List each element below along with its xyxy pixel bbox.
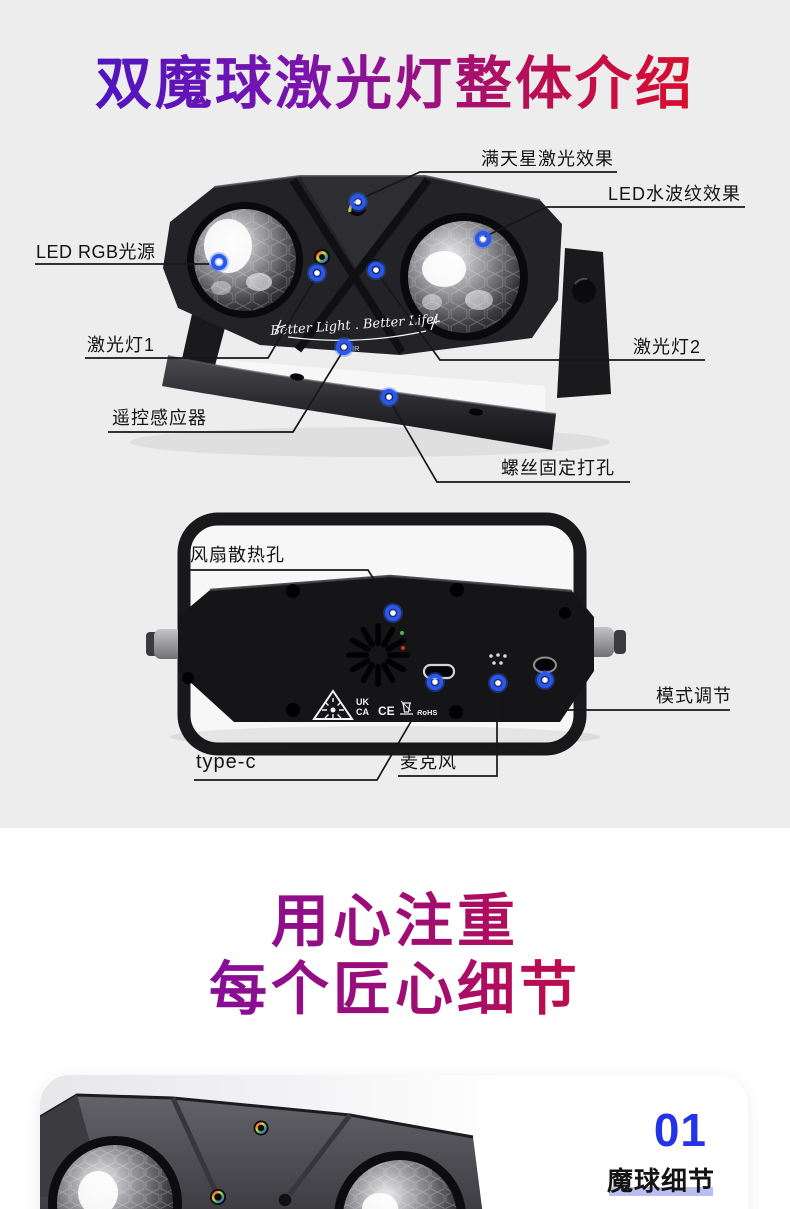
ukca-mark: CA (356, 707, 369, 717)
slogan-line-1: 用心注重 (270, 889, 519, 954)
label-mode-adjust: 模式调节 (656, 686, 732, 706)
screw-hole (286, 584, 300, 598)
mirror-ball-left-closeup (48, 1136, 182, 1209)
label-microphone: 麦克风 (400, 752, 457, 772)
detail-card-number: 01 (653, 1104, 707, 1156)
mount-arm-right (557, 248, 611, 398)
screw-hole (450, 583, 464, 597)
device-shadow (170, 726, 600, 748)
rgb-lens-closeup (253, 1120, 269, 1136)
laser-warning-icon (312, 689, 354, 720)
bracket-hole (469, 408, 483, 416)
laser-aperture-closeup (277, 1192, 293, 1208)
weee-bin-icon (400, 700, 413, 715)
bracket-hole (290, 373, 304, 381)
microphone-holes (489, 653, 507, 665)
body-ridge (170, 1096, 221, 1199)
side-knob-left (146, 629, 182, 659)
ukca-mark: UK (356, 697, 369, 707)
body-ridge (281, 1113, 352, 1205)
label-laser-light-2: 激光灯2 (633, 337, 702, 357)
label-screw-fixing-holes: 螺丝固定打孔 (501, 458, 615, 478)
callout-lines-front (35, 171, 745, 483)
detail-card-photo (40, 1075, 505, 1209)
screw-hole (559, 607, 571, 619)
rohs-mark: RoHS (417, 708, 437, 717)
label-fan-cooling-vent: 风扇散热孔 (190, 545, 285, 565)
rgb-lens-closeup (210, 1189, 226, 1205)
detail-card: 01 魔球细节 (40, 1075, 748, 1209)
flourish-right (430, 315, 441, 331)
status-led-red (401, 646, 405, 650)
slogan-line-2: 每个匠心细节 (208, 957, 581, 1022)
screw-hole (449, 705, 463, 719)
detail-card-title-underline (609, 1187, 713, 1196)
mirror-ball-right (400, 213, 528, 341)
screw-hole (182, 672, 194, 684)
flourish-left (274, 319, 287, 335)
screw-hole (286, 703, 300, 717)
front-view-illustration: Better Light . Better Life! IR (35, 171, 745, 483)
label-type-c-port: type-c (196, 751, 257, 773)
body-ridge (289, 177, 406, 355)
label-led-water-ripple: LED水波纹效果 (608, 184, 742, 204)
slogan-block: 用心注重 每个匠心细节 (0, 888, 790, 1024)
fan-vent (346, 623, 410, 687)
callout-lines-back (188, 569, 730, 781)
mirror-ball-left (187, 202, 303, 318)
label-led-rgb-source: LED RGB光源 (36, 242, 156, 262)
back-view-illustration: UK CA CE RoHS (146, 512, 730, 781)
rgb-lens (314, 249, 330, 265)
label-remote-sensor: 遥控感应器 (112, 408, 207, 428)
mirror-ball-right-closeup (334, 1151, 466, 1209)
ce-mark: CE (378, 704, 395, 718)
body-ridge (294, 177, 432, 353)
ir-sensor-mark: IR (352, 344, 360, 353)
detail-card-title: 魔球细节 (606, 1166, 715, 1196)
label-starry-laser-effect: 满天星激光效果 (481, 149, 614, 169)
label-laser-light-1: 激光灯1 (87, 335, 156, 355)
page-title: 双魔球激光灯整体介绍 (0, 38, 790, 120)
pivot-knob (572, 279, 596, 303)
status-led-green (400, 631, 404, 635)
